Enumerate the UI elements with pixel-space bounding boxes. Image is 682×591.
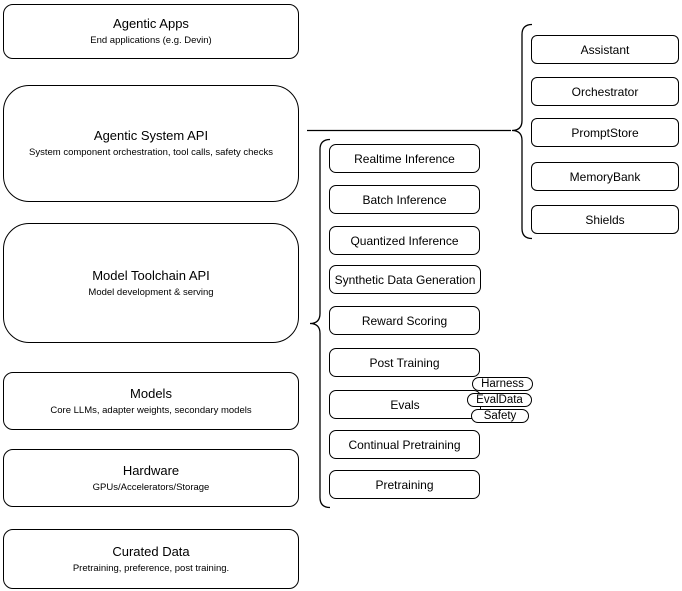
node-batch-inference: Batch Inference xyxy=(329,185,480,214)
node-title: Model Toolchain API xyxy=(92,267,210,283)
node-subtitle: GPUs/Accelerators/Storage xyxy=(92,481,210,493)
node-orchestrator: Orchestrator xyxy=(531,77,679,106)
node-synthetic-data-generation: Synthetic Data Generation xyxy=(329,265,481,294)
node-title: Models xyxy=(130,385,172,401)
right-group-brace xyxy=(511,23,533,240)
node-assistant: Assistant xyxy=(531,35,679,64)
node-subtitle: Core LLMs, adapter weights, secondary mo… xyxy=(50,404,252,416)
node-post-training: Post Training xyxy=(329,348,480,377)
node-quantized-inference: Quantized Inference xyxy=(329,226,480,255)
node-title: Agentic System API xyxy=(93,128,209,143)
node-promptstore: PromptStore xyxy=(531,118,679,147)
node-pretraining: Pretraining xyxy=(329,470,480,499)
tag-harness: Harness xyxy=(472,377,533,391)
node-realtime-inference: Realtime Inference xyxy=(329,144,480,173)
node-subtitle: End applications (e.g. Devin) xyxy=(90,35,212,46)
node-memorybank: MemoryBank xyxy=(531,162,679,191)
node-evals: Evals xyxy=(329,390,481,419)
tag-safety: Safety xyxy=(471,409,529,423)
node-title: Hardware xyxy=(122,462,180,478)
node-subtitle: Model development & serving xyxy=(88,286,214,298)
node-agentic-apps: Agentic Apps End applications (e.g. Devi… xyxy=(3,4,299,59)
node-models: Models Core LLMs, adapter weights, secon… xyxy=(3,372,299,430)
node-model-toolchain-api: Model Toolchain API Model development & … xyxy=(3,223,299,343)
node-curated-data: Curated Data Pretraining, preference, po… xyxy=(3,529,299,589)
node-hardware: Hardware GPUs/Accelerators/Storage xyxy=(3,449,299,507)
node-shields: Shields xyxy=(531,205,679,234)
node-title: Agentic Apps xyxy=(113,16,189,31)
tag-evaldata: EvalData xyxy=(467,393,532,407)
node-subtitle: System component orchestration, tool cal… xyxy=(29,147,273,158)
node-continual-pretraining: Continual Pretraining xyxy=(329,430,480,459)
node-reward-scoring: Reward Scoring xyxy=(329,306,480,335)
node-title: Curated Data xyxy=(112,543,190,559)
node-subtitle: Pretraining, preference, post training. xyxy=(72,562,230,574)
node-agentic-system-api: Agentic System API System component orch… xyxy=(3,85,299,202)
middle-group-brace xyxy=(309,138,331,509)
